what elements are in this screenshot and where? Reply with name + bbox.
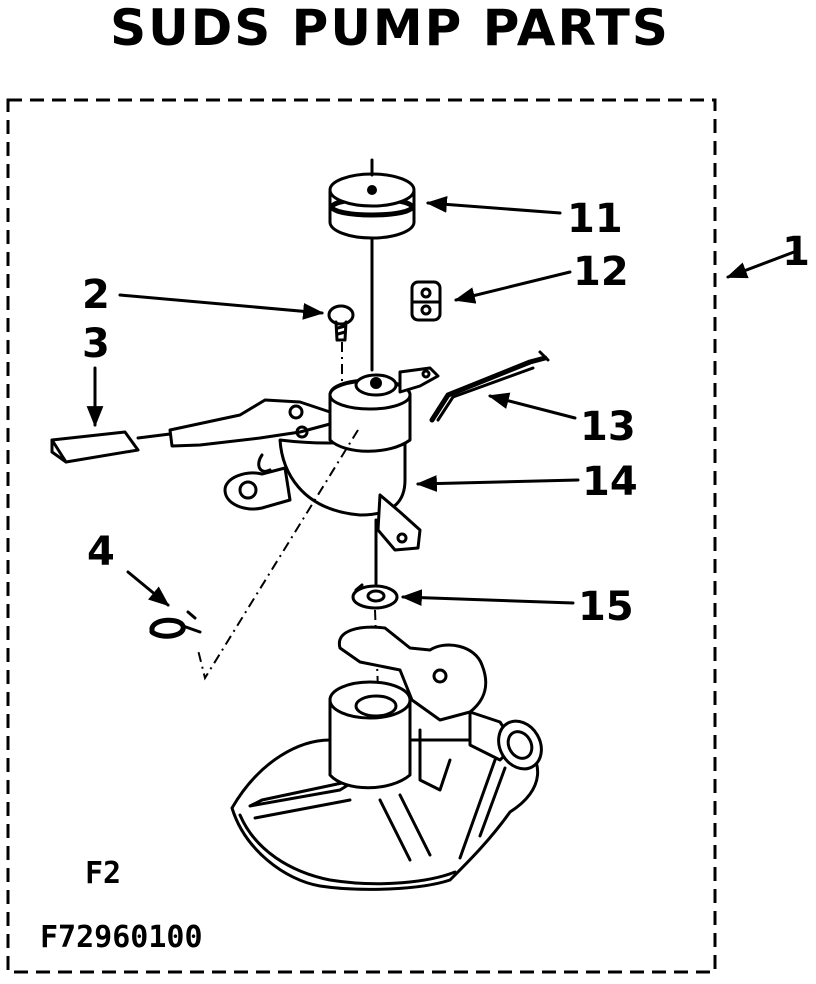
callout-13-arrow — [487, 392, 577, 420]
washer-axis-line — [374, 609, 379, 691]
callout-2-arrow — [118, 293, 325, 320]
callout-14-arrow — [415, 475, 580, 492]
callout-12-arrow — [453, 270, 572, 304]
callout-2: 2 — [82, 272, 110, 318]
callout-15-arrow — [400, 589, 575, 607]
bracket-clip-part — [410, 280, 442, 322]
callout-12: 12 — [573, 249, 629, 295]
pump-housing — [230, 625, 543, 891]
callout-3: 3 — [82, 321, 110, 367]
pump-cover-part — [168, 366, 440, 552]
callout-1: 1 — [782, 229, 810, 275]
callout-11: 11 — [567, 196, 623, 242]
callout-11-arrow — [425, 196, 562, 215]
callout-4: 4 — [87, 529, 115, 575]
clip-leader-line — [197, 429, 359, 681]
callout-14: 14 — [582, 459, 638, 505]
pad-part — [50, 430, 172, 464]
callout-4-arrow — [126, 570, 170, 607]
figure-label: F2 — [85, 856, 121, 891]
callout-15: 15 — [578, 584, 634, 630]
figure-code: F72960100 — [40, 920, 203, 955]
assembly-boundary — [6, 98, 717, 974]
callout-13: 13 — [580, 404, 636, 450]
page-title: SUDS PUMP PARTS — [110, 0, 670, 57]
callout-1-arrow — [726, 250, 796, 279]
washer-part — [351, 583, 399, 610]
rod-part — [429, 350, 550, 423]
clip-part — [149, 610, 202, 639]
pulley-part — [328, 158, 416, 240]
screw-part — [327, 304, 355, 342]
